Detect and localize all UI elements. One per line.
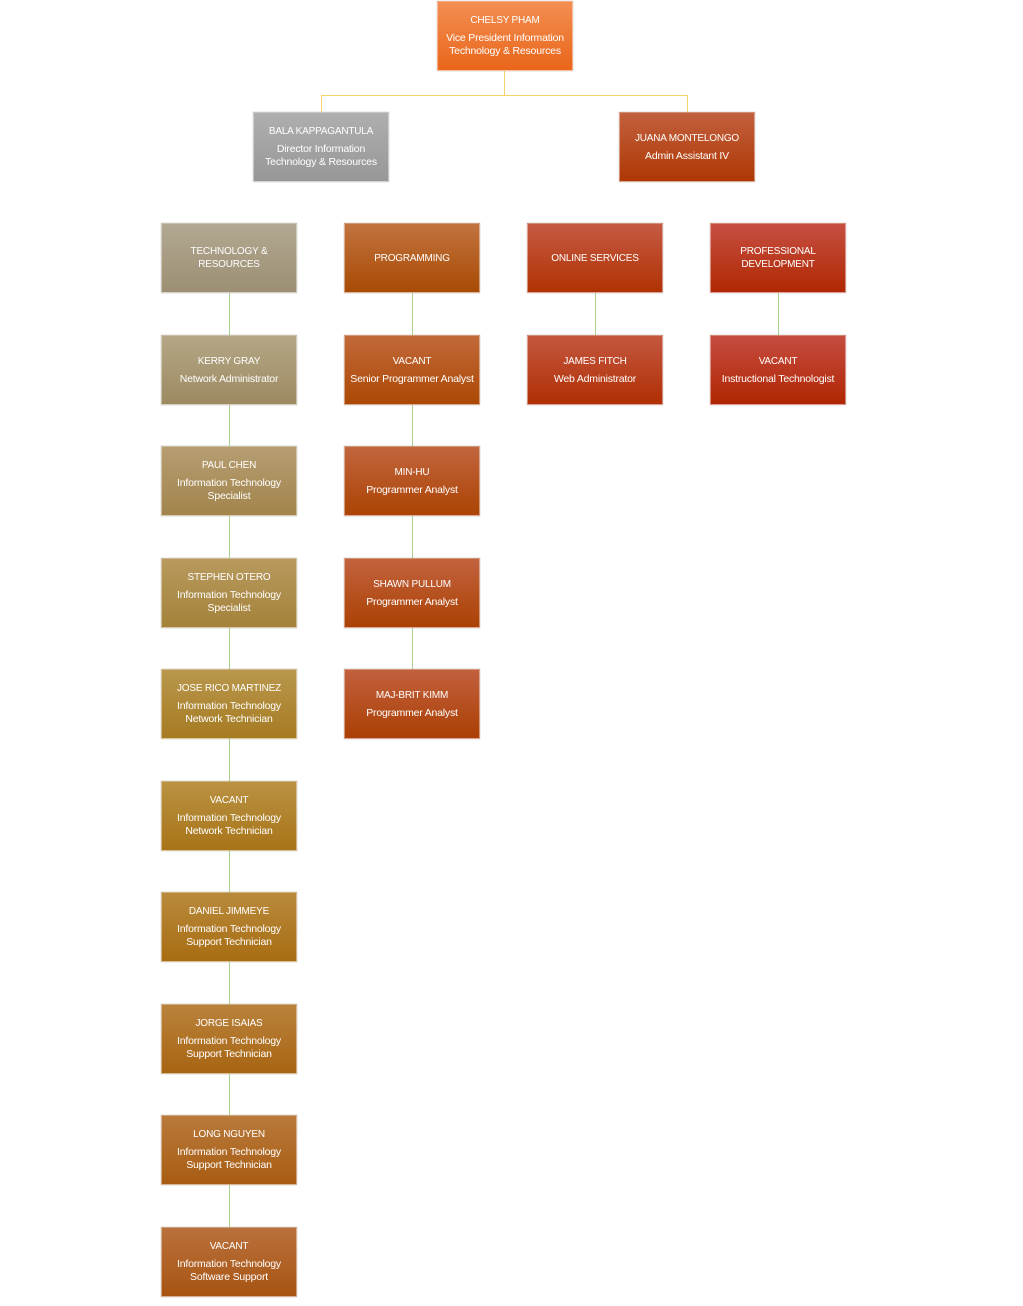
node-title: Programmer Analyst (366, 483, 458, 496)
node-name: JUANA MONTELONGO (634, 132, 740, 144)
connector-line (229, 293, 230, 1228)
node-title: Information Technology Support Technicia… (177, 1146, 281, 1171)
node-title: Web Administrator (553, 372, 637, 385)
node-name: STEPHEN OTERO (187, 572, 271, 583)
department-node[interactable]: ONLINE SERVICES (527, 223, 663, 293)
node-name: JOSE RICO MARTINEZ (176, 683, 281, 694)
node-name: MIN-HU (394, 466, 430, 478)
staff-node[interactable]: SHAWN PULLUM Programmer Analyst (344, 558, 480, 628)
connector-line (687, 95, 688, 112)
staff-node[interactable]: MAJ-BRIT KIMM Programmer Analyst (344, 669, 480, 739)
staff-node[interactable]: JAMES FITCH Web Administrator (527, 335, 663, 405)
node-title: Information Technology Specialist (177, 589, 281, 614)
node-title: Information Technology Network Technicia… (177, 700, 281, 725)
staff-node[interactable]: DANIEL JIMMEYE Information Technology Sup… (161, 892, 297, 962)
node-name: JAMES FITCH (563, 355, 627, 367)
staff-node[interactable]: JORGE ISAIAS Information Technology Suppo… (161, 1004, 297, 1074)
staff-node[interactable]: VACANT Senior Programmer Analyst (344, 335, 480, 405)
staff-node[interactable]: JOSE RICO MARTINEZ Information Technology… (161, 669, 297, 739)
staff-node[interactable]: STEPHEN OTERO Information Technology Spec… (161, 558, 297, 628)
node-name: PROGRAMMING (374, 252, 450, 264)
node-name: PROFESSIONAL DEVELOPMENT (740, 246, 816, 270)
node-title: Information Technology Support Technicia… (177, 923, 281, 948)
node-name: MAJ-BRIT KIMM (375, 689, 449, 701)
node-title: Director Information Technology & Resour… (265, 143, 377, 168)
node-title: Vice President Information Technology & … (446, 32, 564, 57)
connector-line (595, 293, 596, 336)
node-name: VACANT (758, 355, 798, 367)
node-name: PAUL CHEN (201, 460, 257, 471)
node-name: KERRY GRAY (197, 355, 261, 367)
node-title: Programmer Analyst (366, 595, 458, 608)
connector-line (321, 95, 688, 96)
node-name: VACANT (209, 1241, 249, 1252)
connector-line (504, 71, 505, 95)
node-title: Information Technology Network Technicia… (177, 812, 281, 837)
node-name: SHAWN PULLUM (373, 578, 451, 590)
department-node[interactable]: PROFESSIONAL DEVELOPMENT (710, 223, 846, 293)
node-title: Information Technology Support Technicia… (177, 1035, 281, 1060)
staff-node[interactable]: MIN-HU Programmer Analyst (344, 446, 480, 516)
staff-node[interactable]: LONG NGUYEN Information Technology Suppor… (161, 1115, 297, 1185)
department-node[interactable]: PROGRAMMING (344, 223, 480, 293)
connector-line (778, 293, 779, 336)
node-title: Admin Assistant IV (645, 149, 729, 162)
staff-node[interactable]: KERRY GRAY Network Administrator (161, 335, 297, 405)
node-name: ONLINE SERVICES (551, 252, 639, 264)
node-name: VACANT (209, 795, 249, 806)
node-title: Programmer Analyst (366, 706, 458, 719)
staff-node[interactable]: PAUL CHEN Information Technology Speciali… (161, 446, 297, 516)
node-name: BALA KAPPAGANTULA (268, 126, 374, 137)
node-title: Network Administrator (179, 372, 279, 385)
org-node-vice-president[interactable]: CHELSY PHAM Vice President Information Te… (437, 1, 573, 71)
node-name: TECHNOLOGY & RESOURCES (190, 246, 268, 270)
org-node-director[interactable]: BALA KAPPAGANTULA Director Information Te… (253, 112, 389, 182)
node-name: CHELSY PHAM (470, 15, 540, 26)
node-title: Information Technology Software Support (177, 1258, 281, 1283)
node-name: LONG NGUYEN (193, 1129, 265, 1140)
node-name: VACANT (392, 355, 432, 367)
node-name: JORGE ISAIAS (195, 1018, 263, 1029)
staff-node[interactable]: VACANT Instructional Technologist (710, 335, 846, 405)
connector-line (321, 95, 322, 112)
node-title: Information Technology Specialist (177, 477, 281, 502)
org-node-admin-assistant[interactable]: JUANA MONTELONGO Admin Assistant IV (619, 112, 755, 182)
node-title: Instructional Technologist (721, 372, 835, 385)
node-title: Senior Programmer Analyst (350, 372, 474, 385)
department-node[interactable]: TECHNOLOGY & RESOURCES (161, 223, 297, 293)
staff-node[interactable]: VACANT Information Technology Software Su… (161, 1227, 297, 1297)
node-name: DANIEL JIMMEYE (188, 906, 270, 917)
staff-node[interactable]: VACANT Information Technology Network Tec… (161, 781, 297, 851)
